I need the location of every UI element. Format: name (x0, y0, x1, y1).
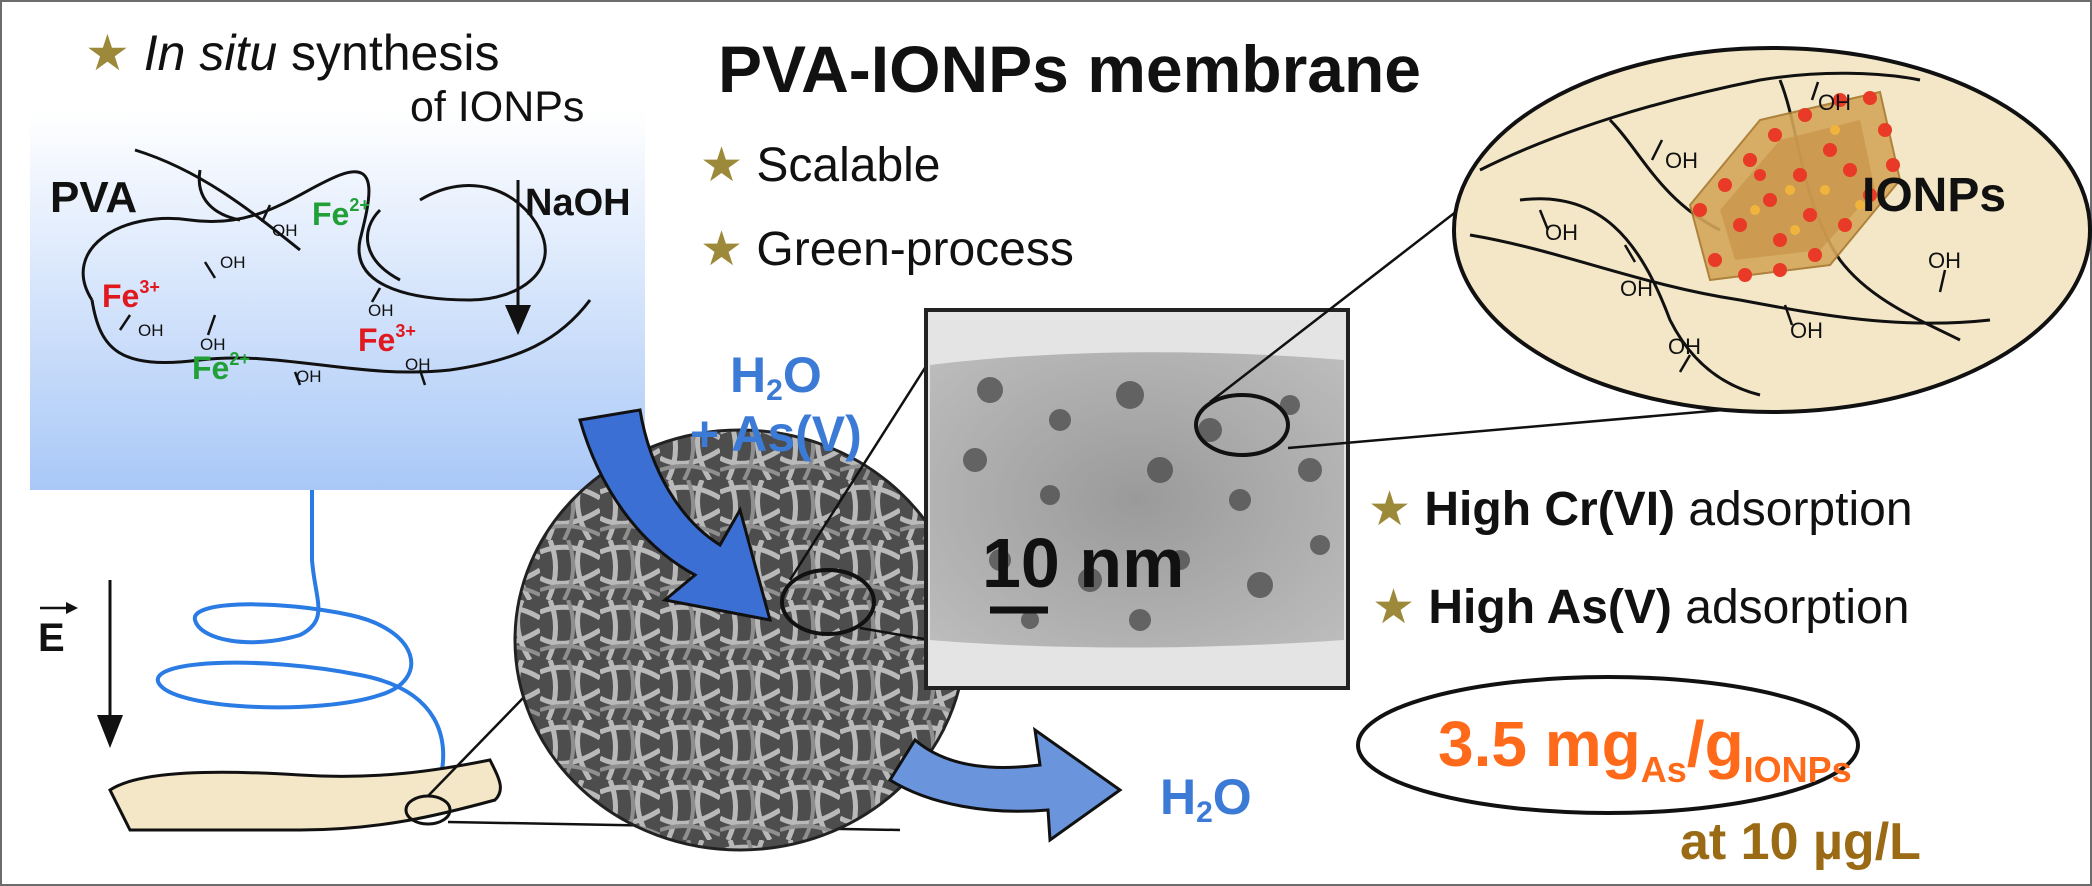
fe2-charge: 2+ (229, 349, 250, 369)
inflow-arsenic: + As(V) (690, 406, 862, 462)
feature-scalable: ★ Scalable (700, 142, 941, 190)
inflow-water: H2O (730, 347, 822, 408)
oh-label: OH (296, 367, 322, 386)
feature-text: Scalable (756, 139, 941, 192)
synthesis-subtitle: of IONPs (410, 83, 585, 131)
feature-green-process: ★ Green-process (700, 226, 1074, 274)
fiber-sem-disc (513, 428, 967, 852)
naoh-arrow (505, 180, 531, 335)
fe3-charge: 3+ (139, 277, 160, 297)
page-title: PVA-IONPs membrane (718, 32, 1421, 106)
membrane-mat (108, 758, 502, 832)
oh-label: OH (1668, 334, 1701, 359)
oh-label: OH (1620, 276, 1653, 301)
naoh-label: NaOH (525, 182, 631, 224)
synthesis-title: ★ In situ synthesis (85, 28, 499, 78)
pva-chains (81, 148, 592, 374)
adsorption-text: adsorption (1671, 581, 1910, 634)
capacity-ellipse (1356, 675, 1860, 815)
oh-label: OH (1790, 318, 1823, 343)
fe2-symbol: Fe (312, 196, 350, 232)
pva-hydroxyl-stubs (118, 204, 427, 386)
synthesis-solution-box (30, 110, 645, 490)
inset-hydroxyl-stubs (1538, 81, 1947, 373)
star-icon: ★ (700, 139, 744, 192)
ionp-crystal (1688, 90, 1902, 282)
fe3-symbol: Fe (102, 278, 140, 314)
fiber-zoom-spot (780, 568, 876, 636)
tem-zoom-spot (1194, 393, 1290, 457)
synthesis-italic: In situ (143, 25, 278, 81)
oh-label: OH (200, 335, 226, 354)
fe3-ion-label: Fe3+ (102, 278, 160, 312)
oh-label: OH (138, 321, 164, 340)
star-icon: ★ (85, 25, 130, 81)
adsorption-species: High Cr(VI) (1424, 483, 1676, 536)
fe3-symbol: Fe (358, 322, 396, 358)
capacity-condition: at 10 µg/L (1680, 813, 1921, 871)
tem-scale-label: 10 nm (982, 524, 1185, 602)
tem-fiber-section (930, 352, 1344, 648)
fe3-charge: 3+ (395, 321, 416, 341)
oh-label: OH (1928, 248, 1961, 273)
fe3-ion-label: Fe3+ (358, 322, 416, 356)
star-icon: ★ (700, 223, 744, 276)
synthesis-rest: synthesis (277, 25, 500, 81)
adsorption-text: adsorption (1675, 483, 1913, 536)
outflow-label: H2O (1160, 769, 1252, 829)
outflow-arrow (887, 726, 1123, 843)
oh-label: OH (220, 253, 246, 272)
capacity-value: 3.5 mgAs/gIONPs (1438, 708, 1852, 790)
adsorption-cr: ★ High Cr(VI) adsorption (1368, 486, 1913, 534)
electrospinning-jet (155, 490, 446, 781)
fe2-symbol: Fe (192, 350, 230, 386)
inflow-arrow (578, 408, 773, 622)
fe2-charge: 2+ (349, 195, 370, 215)
adsorption-species: High As(V) (1428, 581, 1672, 634)
inflow-label: H2O + As(V) (690, 348, 862, 462)
oh-label: OH (1818, 90, 1851, 115)
field-label: E (38, 616, 65, 660)
star-icon: ★ (1372, 581, 1416, 634)
feature-text: Green-process (756, 223, 1074, 276)
oh-label: OH (1665, 148, 1698, 173)
fe2-ion-label: Fe2+ (312, 196, 370, 230)
oh-label: OH (368, 301, 394, 320)
pva-label: PVA (50, 173, 138, 222)
oh-label: OH (405, 355, 431, 374)
oh-label: OH (1545, 220, 1578, 245)
oh-label: OH (272, 221, 298, 240)
fe2-ion-label: Fe2+ (192, 350, 250, 384)
star-icon: ★ (1368, 483, 1412, 536)
tem-nanoparticles (963, 377, 1330, 631)
adsorption-as: ★ High As(V) adsorption (1372, 584, 1909, 632)
ionp-label: IONPs (1862, 169, 2007, 222)
e-field-arrow (40, 580, 123, 748)
